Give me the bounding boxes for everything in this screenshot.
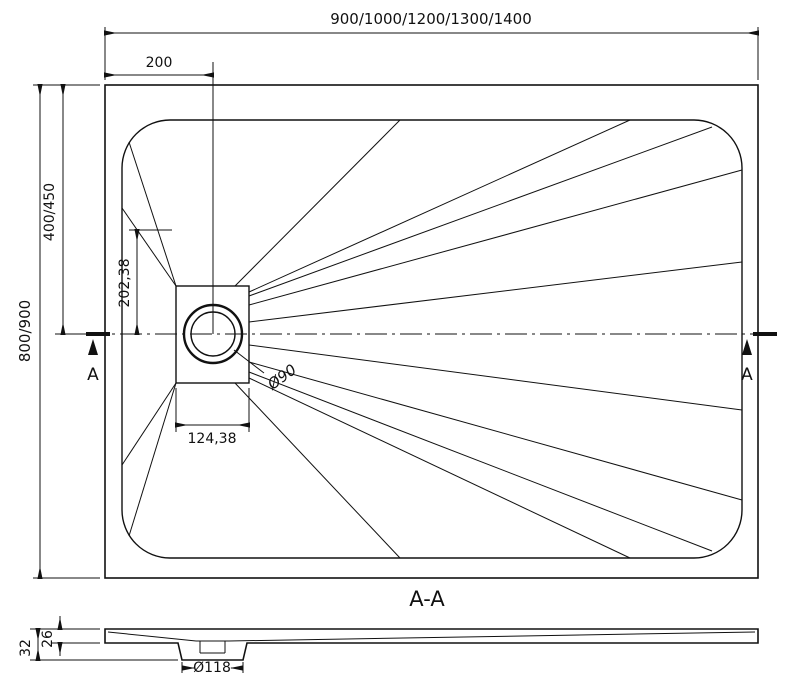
outer-height-dimension-label: 800/900	[16, 300, 34, 362]
tray-inner-rounded-rectangle	[121, 119, 743, 559]
dim-outer-height	[33, 83, 100, 580]
section-letter-left: A	[87, 365, 99, 385]
drain-diameter-label: Ø90	[263, 361, 299, 394]
section-letter-right: A	[741, 365, 753, 385]
section-view: A-A	[18, 587, 759, 676]
dim-half-height	[55, 83, 95, 336]
half-height-dimension-label: 400/450	[42, 183, 58, 241]
dim-drain-offset-x	[174, 388, 251, 432]
dim-section-base-thickness	[52, 616, 100, 656]
section-arrow-left-icon	[88, 339, 98, 355]
section-outer-profile	[104, 628, 759, 661]
section-arrow-right-icon	[742, 339, 752, 355]
section-total-height-label: 32	[18, 639, 34, 657]
section-inner-surface	[107, 631, 756, 654]
dim-drain-offset-y	[129, 228, 172, 336]
drain-offset-y-dimension-label: 202,38	[117, 259, 133, 308]
section-view-title: A-A	[409, 587, 445, 611]
plan-view: 900/1000/1200/1300/1400 200 800/900 400/…	[16, 10, 777, 580]
drain-diameter-leader	[233, 349, 265, 374]
section-base-thickness-label: 26	[40, 630, 56, 648]
drain-offset-x-dimension-label: 124,38	[188, 431, 237, 447]
dim-top-width	[103, 27, 760, 80]
dim-hub-diameter	[181, 662, 244, 673]
dim-section-total-height	[30, 627, 178, 662]
tray-outer-rectangle	[104, 84, 759, 579]
top-width-dimension-label: 900/1000/1200/1300/1400	[330, 10, 532, 28]
top-offset-dimension-label: 200	[146, 55, 173, 71]
hub-diameter-label: Ø118	[193, 660, 231, 676]
slope-lines	[121, 119, 743, 559]
